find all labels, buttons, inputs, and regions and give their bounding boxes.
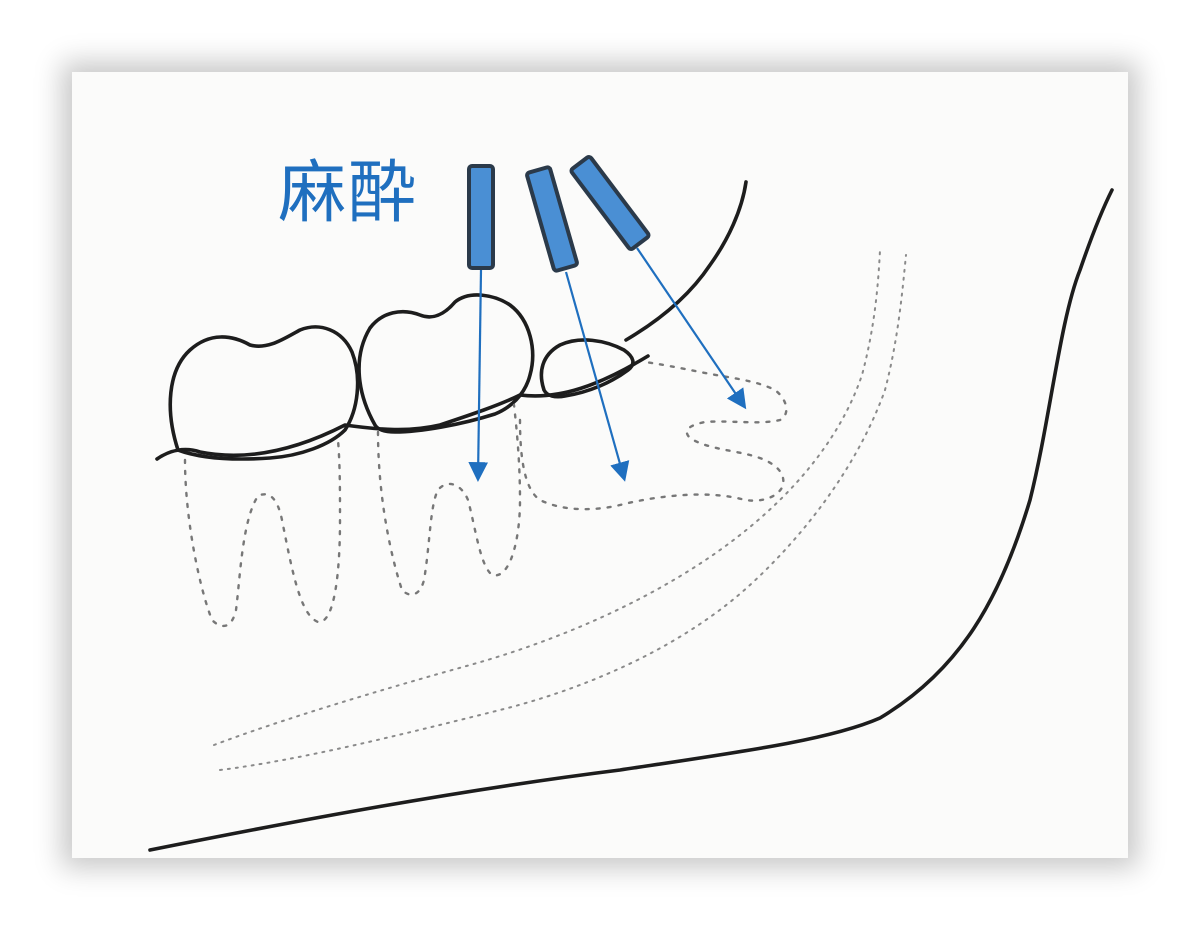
first-molar-crown (168, 325, 360, 461)
jaw-outline (148, 188, 1114, 852)
mandibular-canal-lower (219, 254, 907, 771)
impacted-wisdom-tooth-outline (518, 360, 788, 511)
wisdom-tooth-crown-tip (539, 338, 635, 399)
second-molar-roots (376, 403, 522, 596)
gum-line (155, 354, 650, 461)
anesthesia-label: 麻酔 (278, 154, 419, 233)
anesthesia-syringe-icon (525, 165, 579, 273)
second-molar-crown (357, 293, 535, 434)
first-molar-roots (183, 438, 342, 628)
anesthesia-syringe-icon (569, 155, 651, 251)
anesthesia-syringe-icon (467, 164, 495, 270)
ramus-front-edge (624, 180, 748, 342)
anesthesia-arrow-2 (564, 271, 630, 482)
mandibular-canal-upper (213, 249, 881, 746)
anesthesia-arrow-3 (636, 247, 747, 410)
anesthesia-arrow-1 (468, 269, 489, 482)
